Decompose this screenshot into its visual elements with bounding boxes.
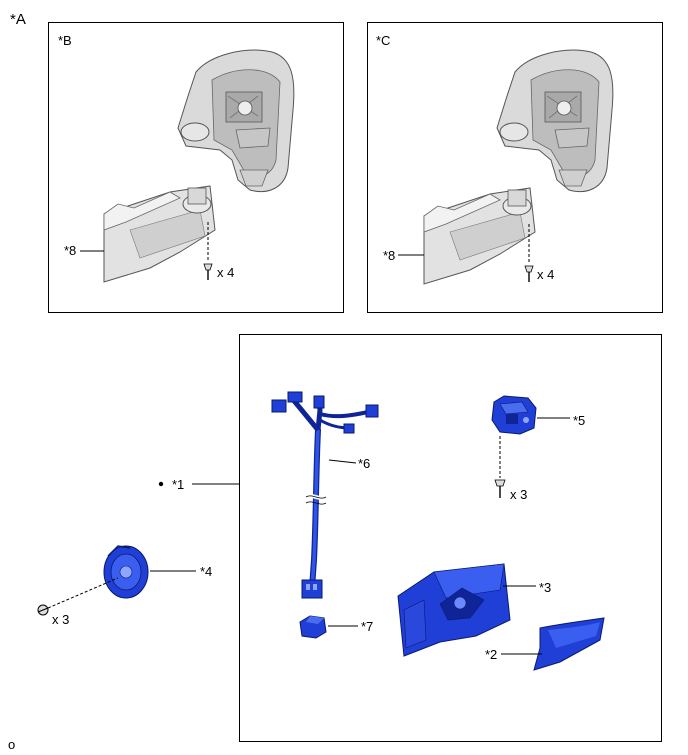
callout-7: *7: [361, 619, 374, 634]
motor-unit: [37, 545, 196, 616]
qty-right-panel-screws: x 4: [537, 267, 555, 282]
callout-3: *3: [539, 580, 552, 595]
parts-box: [239, 334, 662, 742]
callout-8-right: *8: [383, 248, 396, 263]
view-label-c: *C: [376, 33, 391, 48]
mirror-base-right: [398, 187, 536, 285]
callout-6: *6: [358, 456, 371, 471]
lower-cover: [501, 617, 605, 671]
callout-4: *4: [200, 564, 213, 579]
panel-c: [367, 22, 663, 313]
panel-b: [48, 22, 344, 313]
view-label-a: *A: [10, 11, 26, 28]
callout-8-left: *8: [64, 243, 77, 258]
qty-bracket-screws: x 3: [510, 487, 528, 502]
callout-5: *5: [573, 413, 586, 428]
footer-code: o: [8, 737, 16, 752]
callout-1: *1: [172, 477, 185, 492]
actuator-unit: [491, 395, 570, 498]
callout-2: *2: [485, 647, 498, 662]
wire-harness: [271, 391, 379, 599]
mirror-bracket: [397, 563, 536, 657]
mirror-housing-left: [177, 49, 295, 192]
callout-1-dot: [158, 481, 164, 487]
qty-left-panel-screws: x 4: [217, 265, 235, 280]
mirror-base-left: [80, 185, 216, 283]
view-label-b: *B: [58, 33, 72, 48]
qty-motor-screws: x 3: [52, 612, 70, 627]
small-cover: [299, 615, 358, 639]
mirror-housing-right: [496, 49, 614, 192]
